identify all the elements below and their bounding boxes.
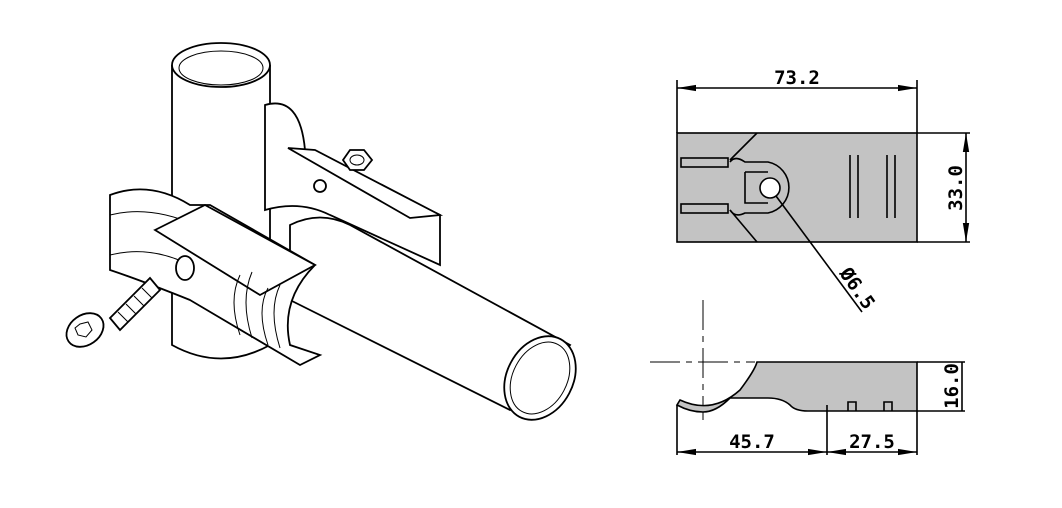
- dim-length-right: 27.5: [849, 431, 895, 453]
- dim-height: 16.0: [941, 363, 963, 409]
- dim-hole-diameter: Ø6.5: [834, 263, 879, 314]
- dim-length-left: 45.7: [729, 431, 775, 453]
- side-view: [650, 300, 965, 456]
- horizontal-tube: [289, 216, 577, 421]
- isometric-assembly-view: [65, 42, 577, 421]
- top-view: [676, 80, 970, 313]
- socket-head-bolt: [65, 276, 162, 348]
- rear-clamp: [264, 102, 444, 267]
- hex-nut: [341, 149, 374, 171]
- dim-overall-length: 73.2: [774, 67, 820, 89]
- dim-width: 33.0: [945, 165, 967, 211]
